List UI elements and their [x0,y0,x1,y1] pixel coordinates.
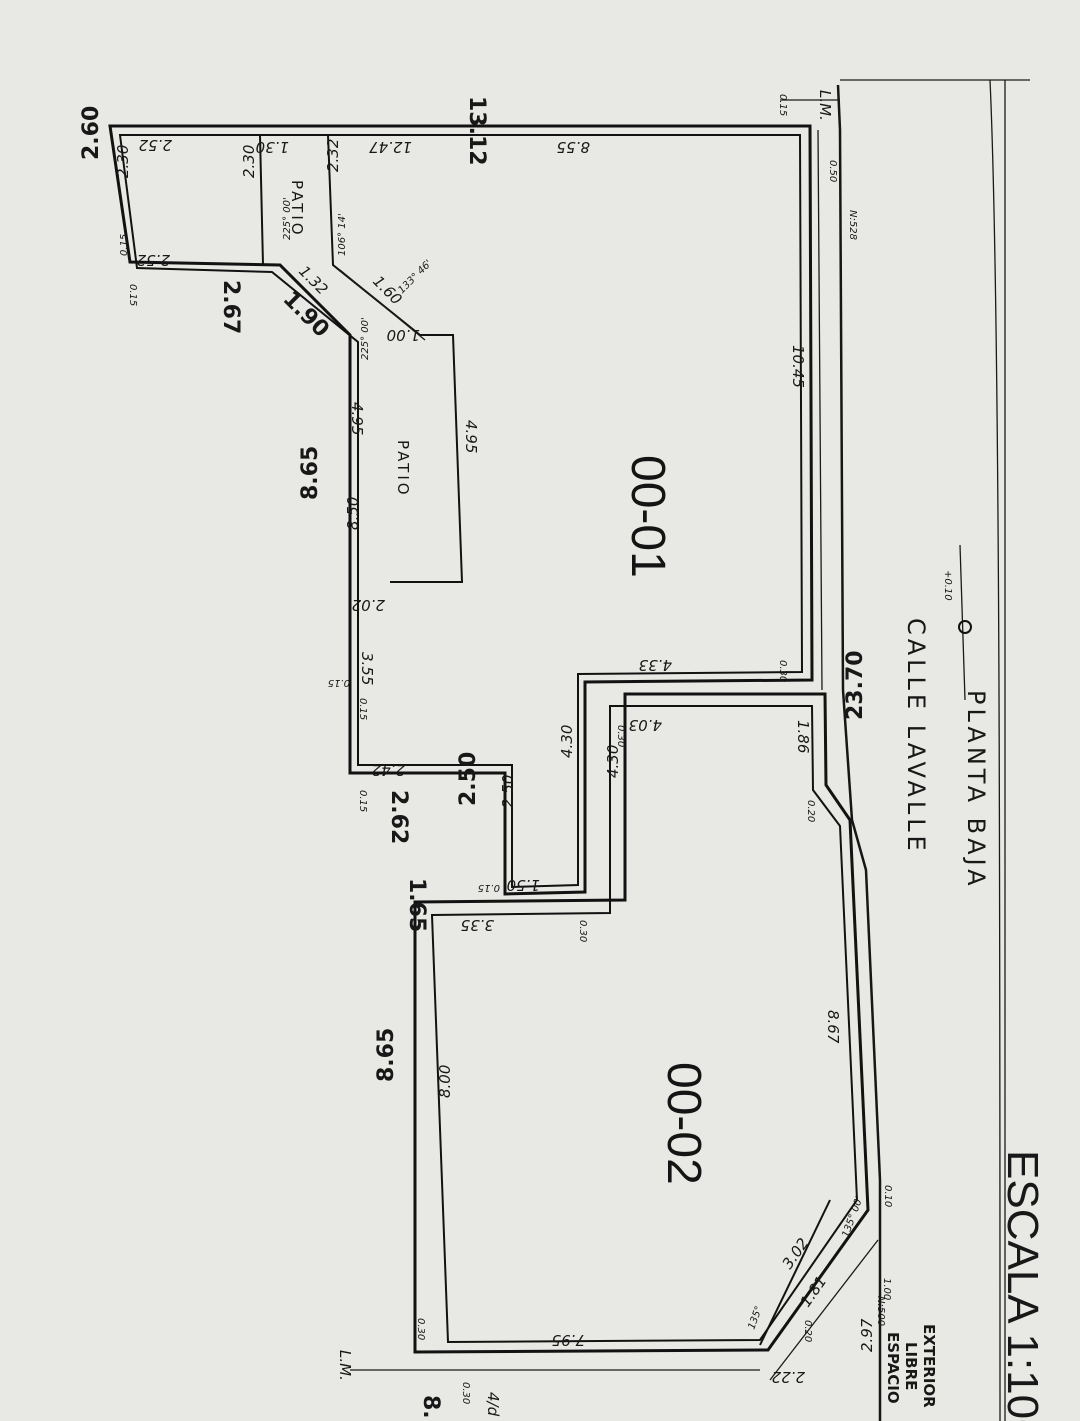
patio-top-divider-2 [327,134,464,583]
dim-2-50b: 2.50 [499,775,517,808]
dim-2-62: 2.62 [386,790,411,844]
dim-1-00: 1.00 [387,326,420,344]
patio-diagonal [339,269,426,341]
dim-0-15d: 0.15 [328,677,350,688]
dim-1-00b: 1.00 [881,1278,892,1300]
dim-2-30b: 2.30 [240,145,258,178]
dim-23-70: 23.70 [843,650,868,720]
street-name: CALLE LAVALLE [902,618,930,855]
dim-1-65: 1.65 [404,878,429,932]
dim-2-60: 2.60 [79,106,104,160]
dim-3-55: 3.55 [358,652,376,685]
dim-0-10: 0.10 [882,1185,893,1207]
dim-8-67: 8.67 [824,1010,842,1044]
dim-0-30e: 0.30 [460,1382,471,1404]
patio-mid-label: PATIO [394,440,412,498]
dim-13-12: 13.12 [464,96,489,166]
facade-line [817,129,823,691]
patio-top-label: PATIO [288,180,306,238]
sheet-border-inner [989,79,1001,1421]
dim-0-30d: 0.30 [415,1318,426,1340]
dim-0-50: 0.50 [827,160,838,182]
dim-0-30a: 0.30 [777,660,788,682]
dim-4-30b: 4.30 [604,745,622,778]
dim-2-02: 2.02 [352,596,385,614]
dim-0-15e: 0.15 [357,790,368,812]
dim-0-15c: 0.15 [777,94,788,116]
dim-1-50: 1.50 [507,876,540,894]
dim-1-30: 1.30 [256,138,289,156]
level-marker-icon [958,620,972,634]
dim-12-47: 12.47 [369,138,412,156]
dim-2-52a: 2.52 [137,251,170,269]
angle-106: 106° 14' [337,213,348,256]
dim-8-55: 8.55 [557,138,590,156]
unit-00-01-label: 00-01 [621,455,674,578]
dim-2-52b: 2.52 [139,136,172,154]
dim-8-65b: 8.65 [374,1028,399,1082]
street-number-2: N:500 [875,1296,886,1326]
espacio-libre-edge [769,1239,879,1381]
dim-4-33: 4.33 [639,656,672,674]
dim-8-65a: 8.65 [298,446,323,500]
dim-0-20: 0.20 [805,800,816,822]
dim-2-32: 2.32 [324,139,342,172]
libre-label: LIBRE [902,1342,920,1390]
dim-2-22: 2.22 [772,1368,805,1386]
dim-0-30b: 0.30 [615,725,626,747]
dim-7-95: 7.95 [552,1331,585,1349]
dim-2-97: 2.97 [858,1318,876,1352]
dim-4-03: 4.03 [629,716,662,734]
floor-level-name: PLANTA BAJA [962,690,990,890]
ap-mark: 4/d [484,1392,502,1417]
dim-8-50: 8.50 [344,497,362,530]
angle-225-a: 225° 00' [282,197,293,240]
dim-0-15f: 0.15 [478,882,500,893]
dim-4-95a: 4.95 [348,402,366,435]
dim-4-30a: 4.30 [558,725,576,758]
unit-00-02-inner-outline [430,705,859,1344]
dim-2-30a: 2.30 [114,145,132,178]
lm-top: L.M. [816,90,834,121]
elevation-value: +0.10 [942,570,953,601]
patio-top-divider-1 [259,134,264,266]
dim-0-20b: 0.20 [802,1320,813,1342]
dim-0-30c: 0.30 [577,920,588,942]
scale-label: ESCALA 1:100 [998,1150,1047,1421]
dim-0-15g: 0.15 [357,698,368,720]
unit-00-02-outline [413,692,870,1354]
street-line [836,84,882,1421]
dim-10-45: 10.45 [789,345,807,388]
dim-0-15b: 0.15 [127,284,138,306]
dim-8-00: 8.00 [436,1065,454,1098]
lm-bottom: L.M. [336,1350,354,1381]
dim-4-95b: 4.95 [462,420,480,453]
corner-chamfer [759,1199,831,1346]
street-number: N:528 [847,210,858,240]
dim-8-18: 8.18 [418,1395,443,1421]
dim-1-86: 1.86 [794,720,812,753]
dim-2-42: 2.42 [372,761,405,779]
unit-00-02-label: 00-02 [657,1062,710,1185]
dim-0-15a: 0.15 [119,234,130,256]
angle-225-b: 225° 00' [360,317,371,360]
exterior-label: EXTERIOR [920,1324,938,1408]
unit-00-01-outline [108,124,814,896]
dim-2-50: 2.50 [456,752,481,806]
dim-2-67: 2.67 [218,280,243,334]
dim-3-35: 3.35 [461,916,494,934]
unit-00-01-inner-outline [118,134,804,889]
espacio-label: ESPACIO [884,1332,902,1404]
